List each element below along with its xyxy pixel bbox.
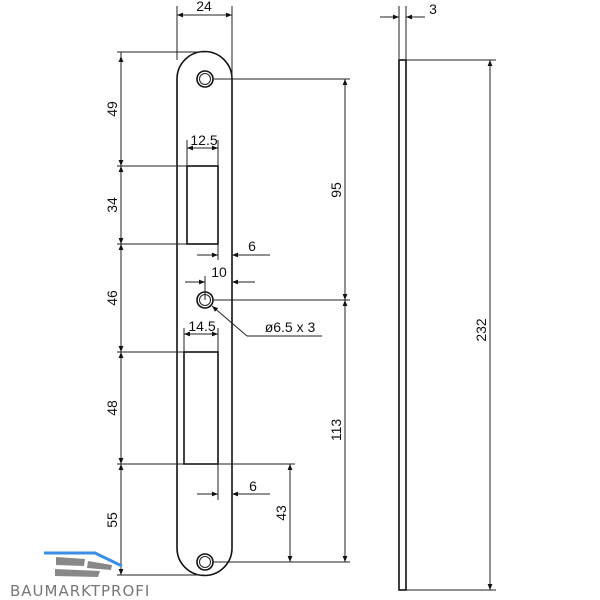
dim-upper-cutout-offset: 6: [248, 238, 256, 254]
dim-left-2: 34: [104, 197, 120, 213]
dim-left-4: 48: [104, 400, 120, 416]
baumarktprofi-logo: BAUMARKTPROFI: [10, 551, 150, 600]
screw-hole-top: [196, 70, 214, 88]
dim-left-1: 49: [104, 101, 120, 117]
hole-spec: ø6.5 x 3: [265, 319, 316, 335]
screw-hole-bottom: [196, 553, 214, 571]
dim-lower-cutout-width: 14.5: [188, 318, 215, 334]
strike-plate-side-view: [398, 59, 407, 591]
dim-hole-spacing-lower: 113: [328, 419, 344, 442]
dim-hole-spacing-upper: 95: [328, 182, 344, 198]
lower-cutout: [183, 351, 219, 465]
dimension-lines: [118, 12, 493, 590]
logo-text: BAUMARKTPROFI: [10, 582, 150, 600]
dim-hole-offset: 10: [211, 264, 227, 280]
dim-thickness: 3: [429, 1, 437, 17]
dim-plate-width: 24: [196, 0, 212, 14]
upper-cutout: [186, 165, 219, 245]
extension-lines: [117, 6, 496, 591]
dim-left-3: 46: [104, 290, 120, 306]
dim-upper-cutout-width: 12.5: [190, 132, 217, 148]
dim-cutout-to-hole: 43: [273, 505, 289, 521]
dim-left-5: 55: [104, 512, 120, 528]
dim-lower-cutout-offset: 6: [249, 478, 257, 494]
strike-plate-front-view: [176, 50, 233, 577]
dim-length: 232: [473, 318, 489, 342]
